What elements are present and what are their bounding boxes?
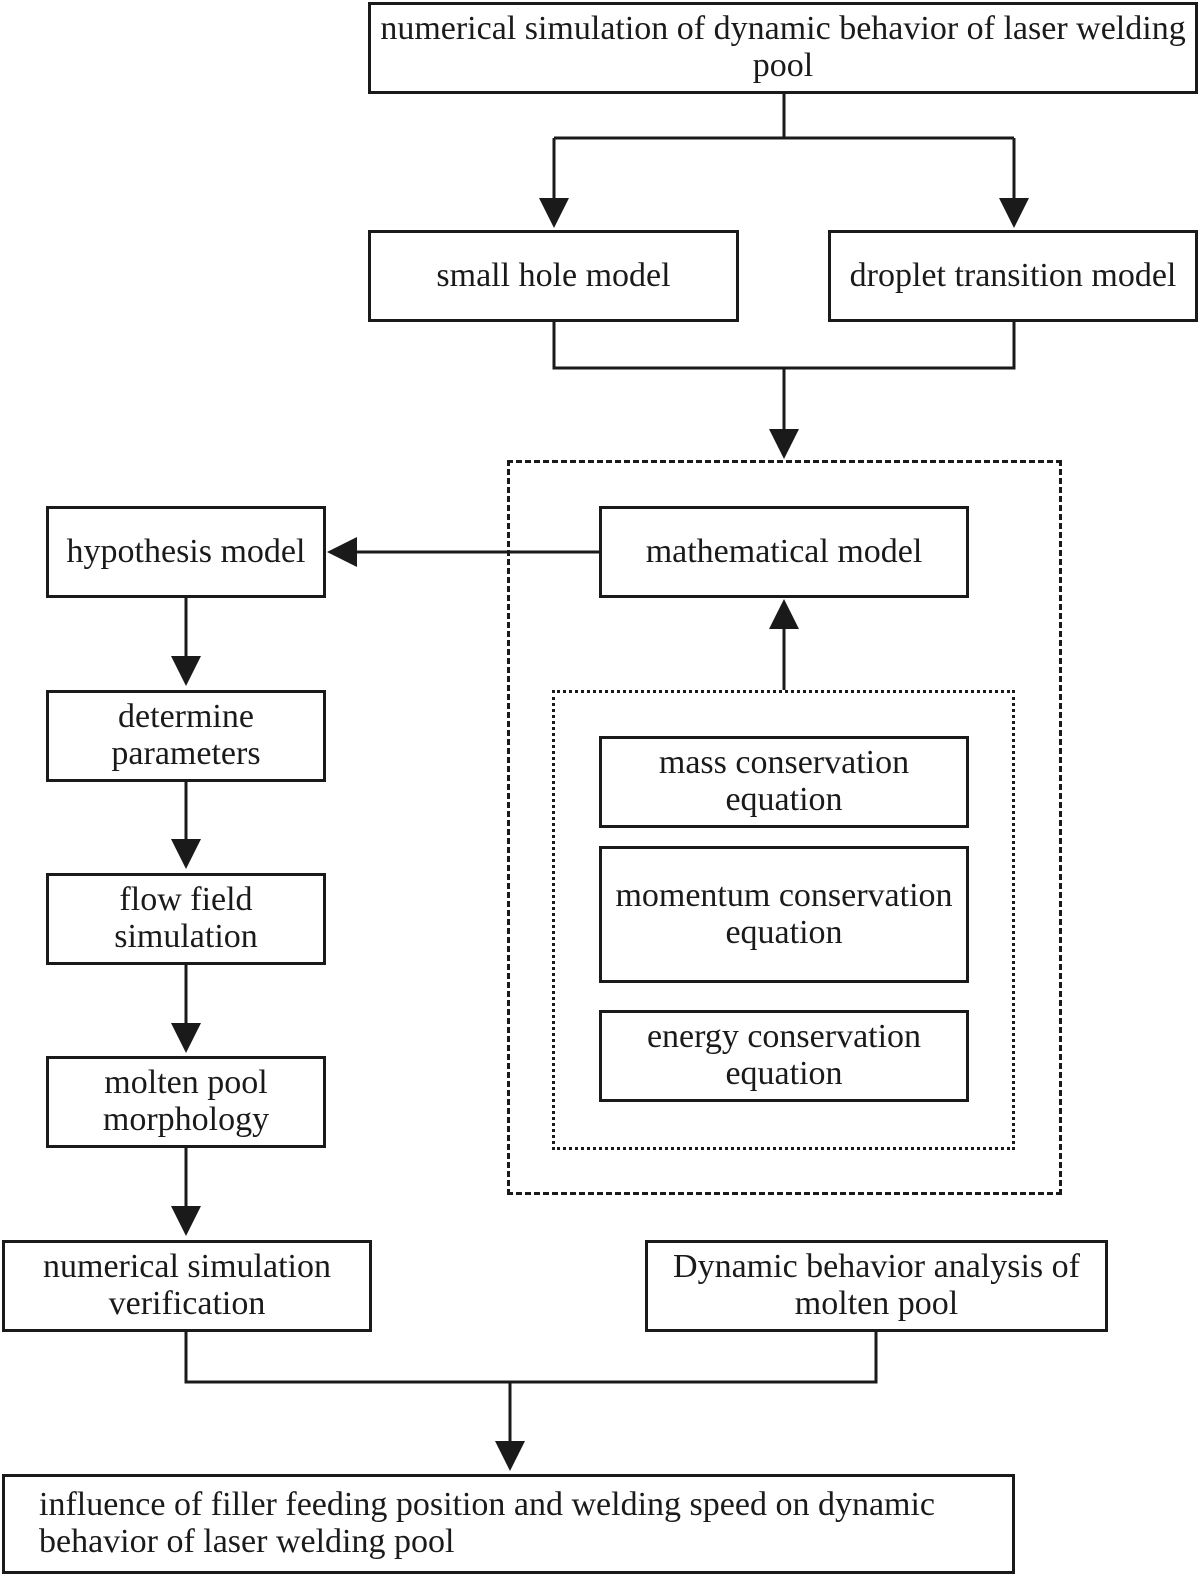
node-droplet-transition-model-label: droplet transition model (849, 256, 1177, 294)
node-mathematical-model: mathematical model (599, 506, 969, 598)
node-small-hole-model: small hole model (368, 230, 739, 322)
node-dynamic-behavior-analysis-label: Dynamic behavior analysis of molten pool (673, 1248, 1080, 1322)
node-small-hole-model-label: small hole model (436, 256, 671, 294)
node-dynamic-behavior-analysis: Dynamic behavior analysis of molten pool (645, 1240, 1108, 1332)
node-numerical-simulation-label: numerical simulation of dynamic behavior… (380, 10, 1186, 84)
node-influence-result: influence of filler feeding position and… (2, 1474, 1015, 1574)
equations-group-dotted (552, 690, 1015, 1150)
node-flow-field-simulation: flow field simulation (46, 873, 326, 965)
node-numerical-simulation-verification-label: numerical simulation verification (43, 1248, 331, 1322)
node-mass-conservation: mass conservation equation (599, 736, 969, 828)
node-determine-parameters-label: determine parameters (111, 698, 261, 772)
node-mathematical-model-label: mathematical model (645, 532, 923, 570)
node-numerical-simulation-verification: numerical simulation verification (2, 1240, 372, 1332)
node-energy-conservation: energy conservation equation (599, 1010, 969, 1102)
node-momentum-conservation-label: momentum conservation equation (615, 876, 953, 951)
node-energy-conservation-label: energy conservation equation (646, 1018, 922, 1092)
node-momentum-conservation: momentum conservation equation (599, 846, 969, 983)
node-hypothesis-model: hypothesis model (46, 506, 326, 598)
node-molten-pool-morphology: molten pool morphology (46, 1056, 326, 1148)
node-numerical-simulation: numerical simulation of dynamic behavior… (368, 2, 1198, 94)
node-influence-result-label: influence of filler feeding position and… (39, 1486, 936, 1560)
node-droplet-transition-model: droplet transition model (828, 230, 1198, 322)
node-mass-conservation-label: mass conservation equation (658, 744, 910, 818)
connector-bottom-merge (184, 1332, 878, 1384)
node-molten-pool-morphology-label: molten pool morphology (102, 1064, 270, 1138)
node-determine-parameters: determine parameters (46, 690, 326, 782)
node-hypothesis-model-label: hypothesis model (66, 532, 306, 570)
connector-models-merge (552, 322, 1016, 370)
model-group-dashed (507, 460, 1062, 1195)
node-flow-field-simulation-label: flow field simulation (114, 881, 258, 955)
